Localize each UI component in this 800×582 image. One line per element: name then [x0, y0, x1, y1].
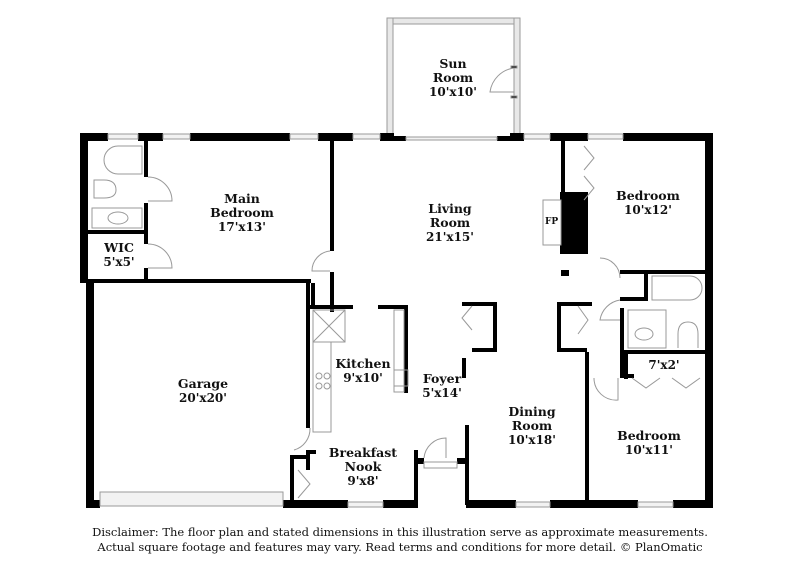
- room-label-dining-room: Dining Room 10'x18': [508, 404, 556, 448]
- room-label-wic: WIC 5'x5': [103, 240, 135, 270]
- room-label-closet: 7'x2': [648, 358, 679, 372]
- room-dimensions: 10'x10': [429, 85, 477, 99]
- exterior-walls: [80, 133, 713, 508]
- room-name: Nook: [344, 459, 382, 474]
- room-name: Bedroom: [210, 205, 274, 220]
- room-dimensions: 21'x15': [426, 230, 474, 244]
- room-dimensions: 7'x2': [648, 358, 680, 372]
- room-name: Living: [428, 201, 472, 216]
- room-name: Room: [511, 418, 553, 433]
- interior-walls: [86, 139, 707, 505]
- room-name: Breakfast: [328, 445, 398, 460]
- room-dimensions: 10'x11': [625, 443, 673, 457]
- room-name: Foyer: [422, 371, 462, 386]
- room-name: Kitchen: [335, 356, 391, 371]
- room-dimensions: 5'x5': [103, 255, 135, 269]
- room-dimensions: 9'x8': [347, 474, 379, 488]
- room-name: Room: [432, 70, 474, 85]
- room-name: Room: [429, 215, 471, 230]
- disclaimer-line-2: Actual square footage and features may v…: [97, 540, 703, 554]
- room-name: Sun: [439, 56, 467, 71]
- room-name: Garage: [177, 376, 229, 391]
- room-label-garage: Garage 20'x20': [177, 376, 229, 406]
- room-dimensions: 5'x14': [422, 386, 462, 400]
- room-dimensions: 10'x12': [624, 203, 672, 217]
- room-label-kitchen: Kitchen 9'x10': [335, 356, 391, 386]
- fixtures: [91, 145, 703, 499]
- room-dimensions: 10'x18': [508, 433, 556, 447]
- fireplace-label: FP: [545, 217, 559, 227]
- room-name: Dining: [508, 404, 556, 419]
- room-label-bedroom-2: Bedroom 10'x11': [617, 428, 681, 458]
- disclaimer-line-1: Disclaimer: The floor plan and stated di…: [92, 525, 708, 539]
- room-name: Bedroom: [617, 428, 681, 443]
- room-name: Main: [224, 191, 260, 206]
- room-dimensions: 9'x10': [343, 371, 383, 385]
- sun-room-door: [489, 65, 518, 99]
- room-label-foyer: Foyer 5'x14': [422, 371, 462, 401]
- room-label-bedroom-1: Bedroom 10'x12': [616, 188, 680, 218]
- room-label-sun-room: Sun Room 10'x10': [429, 56, 477, 100]
- room-name: WIC: [104, 240, 134, 255]
- room-label-living-room: Living Room 21'x15': [426, 201, 474, 245]
- room-dimensions: 17'x13': [218, 220, 266, 234]
- room-dimensions: 20'x20': [179, 391, 227, 405]
- fireplace-hearth: [542, 199, 562, 246]
- disclaimer: Disclaimer: The floor plan and stated di…: [0, 525, 800, 555]
- room-label-breakfast-nook: Breakfast Nook 9'x8': [328, 445, 398, 489]
- room-label-main-bedroom: Main Bedroom 17'x13': [210, 191, 274, 235]
- room-name: Bedroom: [616, 188, 680, 203]
- windows: [99, 133, 674, 508]
